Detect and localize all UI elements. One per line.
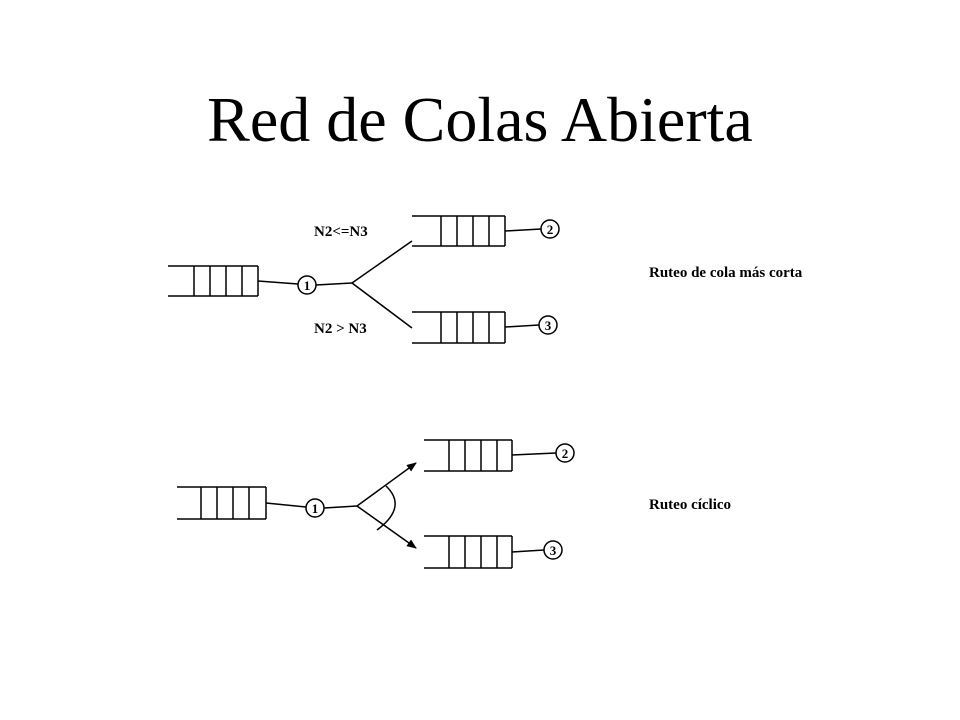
bottom-cyclic-arc: [376, 485, 396, 531]
top-routing-caption: Ruteo de cola más corta: [649, 265, 803, 281]
top-server-3-label: 3: [545, 318, 552, 333]
bottom-queue-2: [424, 439, 513, 472]
bottom-server-3: 3: [543, 540, 563, 560]
top-condition-lower: N2 > N3: [314, 321, 367, 337]
top-queue-3: [412, 311, 506, 344]
bottom-server-3-label: 3: [550, 543, 557, 558]
top-link-q3-server3: [504, 324, 540, 328]
bottom-queue-1: [177, 486, 267, 520]
bottom-link-q2-server2: [511, 452, 557, 456]
top-link-q1-server1: [257, 280, 299, 285]
bottom-routing-caption: Ruteo cíclico: [649, 497, 732, 513]
bottom-queue-3: [424, 535, 513, 569]
bottom-server-1: 1: [305, 498, 325, 518]
top-link-server1-branch: [315, 282, 353, 286]
bottom-link-q3-server3: [511, 549, 545, 553]
bottom-arrow-up: [356, 462, 417, 507]
bottom-server-2: 2: [555, 443, 575, 463]
top-server-1: 1: [297, 275, 317, 295]
bottom-server-2-label: 2: [562, 446, 569, 461]
top-queue-2: [412, 215, 506, 247]
top-server-2-label: 2: [547, 222, 554, 237]
bottom-link-server1-branch: [323, 505, 358, 509]
top-condition-upper: N2<=N3: [314, 224, 368, 240]
top-link-q2-server2: [504, 228, 542, 232]
top-server-2: 2: [540, 219, 560, 239]
top-server-3: 3: [538, 315, 558, 335]
bottom-server-1-label: 1: [312, 501, 319, 516]
top-queue-1: [168, 265, 259, 297]
top-server-1-label: 1: [304, 278, 311, 293]
top-branch-up: [351, 240, 413, 284]
bottom-link-q1-server1: [265, 502, 307, 508]
top-branch-down: [351, 282, 413, 329]
slide-title: Red de Colas Abierta: [207, 84, 753, 155]
bottom-arrow-down: [356, 505, 417, 549]
